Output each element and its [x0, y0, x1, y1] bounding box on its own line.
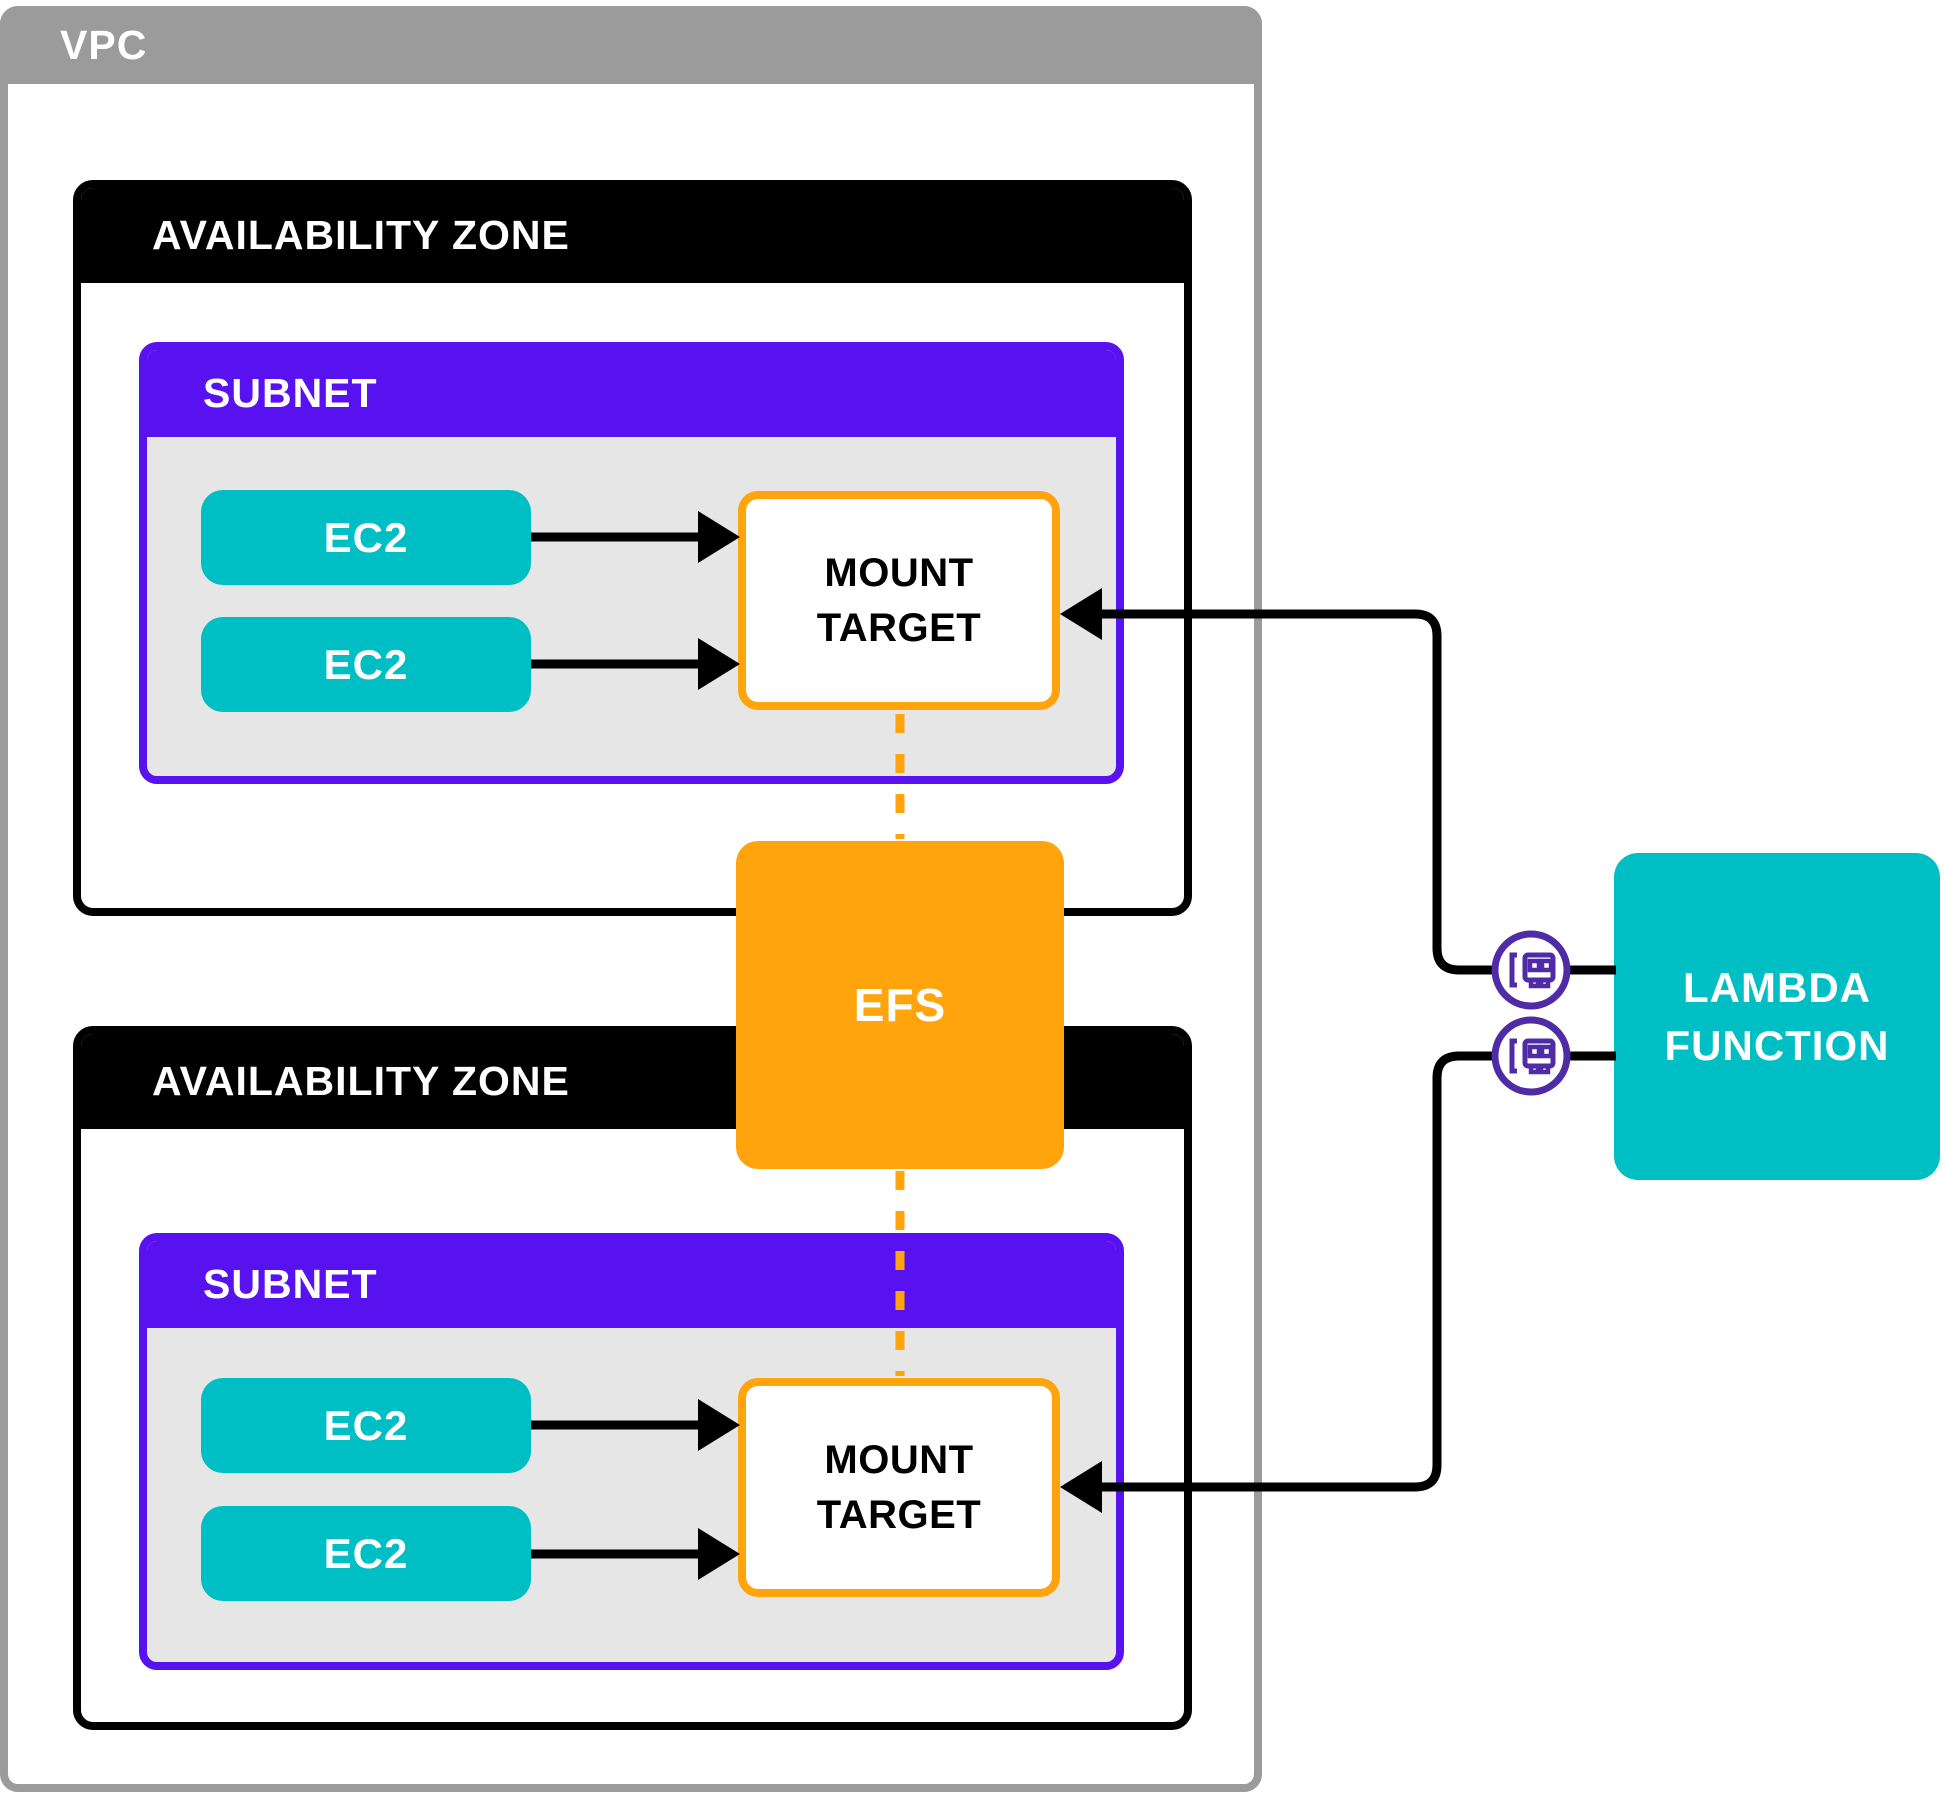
availability-zone-1-header: AVAILABILITY ZONE — [81, 188, 1184, 283]
ec2-instance-3-label: EC2 — [323, 1401, 409, 1449]
eni-icon-1 — [1491, 930, 1571, 1010]
mount-target-1-label: MOUNT TARGET — [816, 550, 982, 650]
ec2-instance-4-label: EC2 — [323, 1529, 409, 1577]
subnet-2-title: SUBNET — [203, 1261, 378, 1307]
mount-target-2: MOUNT TARGET — [738, 1378, 1060, 1597]
ec2-instance-2-label: EC2 — [323, 640, 409, 688]
ec2-instance-3: EC2 — [201, 1378, 531, 1473]
ec2-instance-2: EC2 — [201, 617, 531, 712]
ec2-instance-1: EC2 — [201, 490, 531, 585]
vpc-header: VPC — [0, 6, 1262, 84]
availability-zone-1-title: AVAILABILITY ZONE — [152, 212, 570, 258]
ec2-instance-4: EC2 — [201, 1506, 531, 1601]
subnet-2-header: SUBNET — [147, 1241, 1116, 1328]
lambda-function-node: LAMBDA FUNCTION — [1614, 853, 1940, 1180]
mount-target-2-label: MOUNT TARGET — [816, 1437, 982, 1537]
efs-node: EFS — [736, 841, 1064, 1169]
availability-zone-2-title: AVAILABILITY ZONE — [152, 1058, 570, 1104]
subnet-1-header: SUBNET — [147, 350, 1116, 437]
vpc-title: VPC — [60, 22, 148, 68]
eni-icon-2 — [1491, 1016, 1571, 1096]
lambda-function-label: LAMBDA FUNCTION — [1664, 963, 1890, 1069]
efs-label: EFS — [853, 979, 947, 1031]
subnet-1-title: SUBNET — [203, 370, 378, 416]
mount-target-1: MOUNT TARGET — [738, 491, 1060, 710]
ec2-instance-1-label: EC2 — [323, 513, 409, 561]
